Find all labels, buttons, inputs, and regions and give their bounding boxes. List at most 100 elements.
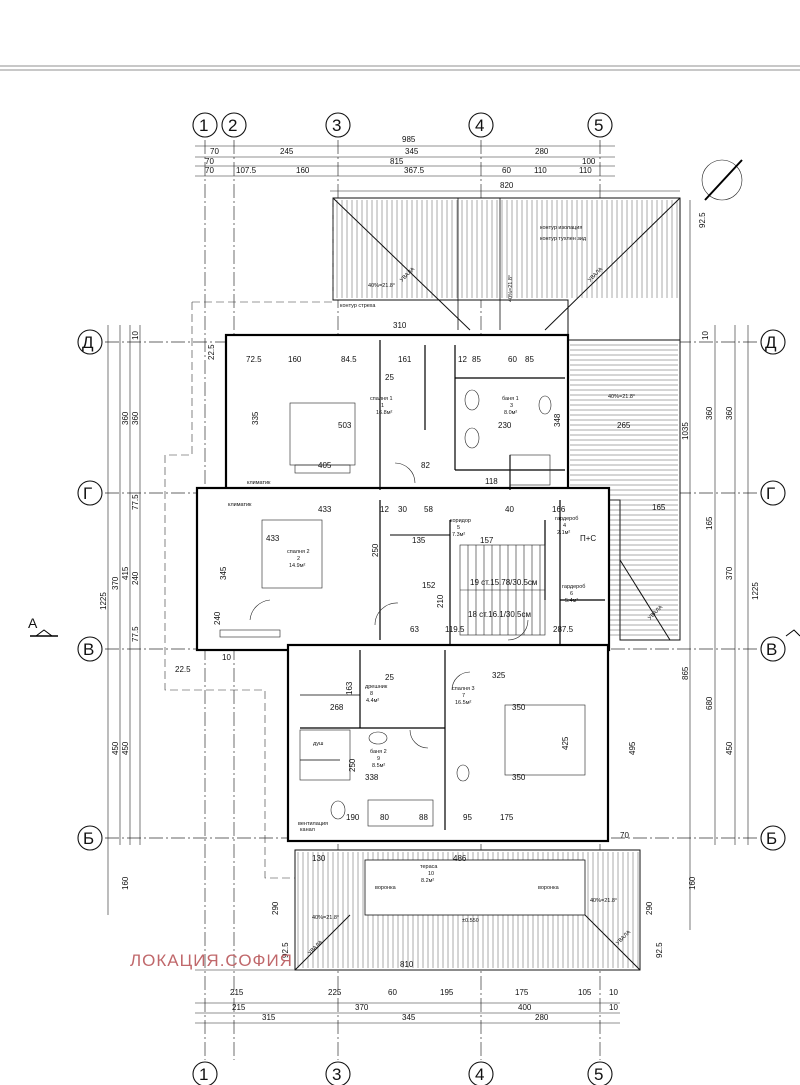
axis-label: В xyxy=(766,640,777,659)
dim: 85 xyxy=(472,355,481,364)
dim: 130 xyxy=(312,854,326,863)
axis-label: Г xyxy=(766,484,775,503)
drain-label: воронка xyxy=(375,885,397,891)
dim: 157 xyxy=(480,536,494,545)
left-dim: 160 xyxy=(121,876,130,890)
north-arrow-icon xyxy=(701,159,743,201)
stairs xyxy=(459,544,546,636)
left-dim: 290 xyxy=(271,901,280,915)
doors xyxy=(249,462,529,749)
room-area: 7.3м² xyxy=(452,532,465,538)
level-label: ±0.550 xyxy=(462,918,479,924)
bottom-dim: 215 xyxy=(230,988,244,997)
ac-label: климатик xyxy=(228,502,252,508)
vent-label: канал xyxy=(300,827,315,833)
axis-bubbles-bottom: 1 3 4 5 xyxy=(192,1061,613,1085)
bottom-dim: 345 xyxy=(402,1013,416,1022)
axis-label: Б xyxy=(83,829,94,848)
axis-label: Д xyxy=(765,333,777,352)
dim: 350 xyxy=(512,703,526,712)
room-labels: спалня 1 1 16.8м² спалня 2 2 14.9м² баня… xyxy=(287,396,585,884)
right-dim: 92.5 xyxy=(655,942,664,958)
room-number: 9 xyxy=(377,756,380,762)
room-area: 5.4м² xyxy=(565,598,578,604)
dim: 163 xyxy=(345,681,354,695)
room-name: баня 1 xyxy=(502,396,519,402)
toilet-1 xyxy=(464,389,480,411)
room-area: 2.1м² xyxy=(557,530,570,536)
room-name: баня 2 xyxy=(370,749,387,755)
axis-label: 5 xyxy=(594,1065,603,1084)
left-dim: 360 xyxy=(121,411,130,425)
dim: 70 xyxy=(620,831,629,840)
left-dim: 370 xyxy=(111,576,120,590)
dim: 287.5 xyxy=(553,625,574,634)
top-dim: 280 xyxy=(535,147,549,156)
room-number: 6 xyxy=(570,591,573,597)
shower-tray xyxy=(509,454,551,486)
dim: 230 xyxy=(498,421,512,430)
room-name: дрешник xyxy=(365,684,388,690)
top-dim: 820 xyxy=(500,181,514,190)
top-dim: 160 xyxy=(296,166,310,175)
dim: 60 xyxy=(508,355,517,364)
bottom-dim: 60 xyxy=(388,988,397,997)
left-dim: 22.5 xyxy=(207,344,216,360)
top-dim: 245 xyxy=(280,147,294,156)
dim: 310 xyxy=(393,321,407,330)
bottom-dim: 400 xyxy=(518,1003,532,1012)
dim: 165 xyxy=(652,503,666,512)
right-dim: 495 xyxy=(628,741,637,755)
room-name: спалня 3 xyxy=(452,686,475,692)
drain-label: воронка xyxy=(538,885,560,891)
dim: 25 xyxy=(385,373,394,382)
bottom-dim: 10 xyxy=(609,1003,618,1012)
right-dim: 290 xyxy=(645,901,654,915)
dim: 12 xyxy=(458,355,467,364)
dim: 265 xyxy=(617,421,631,430)
section-mark-label: А xyxy=(28,615,38,631)
right-dim: 165 xyxy=(705,516,714,530)
dim: 405 xyxy=(318,461,332,470)
bottom-dim: 105 xyxy=(578,988,592,997)
bottom-dim: 370 xyxy=(355,1003,369,1012)
dim: 95 xyxy=(463,813,472,822)
stairs-label: 19 ст.15.78/30.5см xyxy=(470,578,537,587)
left-dim: 77.5 xyxy=(131,494,140,510)
roof-slope-label: 40%=21.8° xyxy=(608,394,635,400)
top-dim: 110 xyxy=(579,166,592,175)
room-area: 8.2м² xyxy=(421,878,434,884)
dim: 82 xyxy=(421,461,430,470)
axis-label: 3 xyxy=(332,116,341,135)
top-dim: 345 xyxy=(405,147,419,156)
dim: 325 xyxy=(492,671,506,680)
dim: 119.5 xyxy=(445,625,465,634)
left-dim: 22.5 xyxy=(175,665,191,674)
top-dimension-chains: 985 70 245 345 280 70 815 100 70 107.5 1… xyxy=(195,135,680,192)
bidet-1 xyxy=(464,427,480,449)
dim: 25 xyxy=(385,673,394,682)
room-name: спалня 1 xyxy=(370,396,393,402)
top-dim-total: 985 xyxy=(402,135,416,144)
left-dim: 77.5 xyxy=(131,626,140,642)
roof-top xyxy=(332,197,681,341)
dim: 250 xyxy=(371,543,380,557)
sink-1 xyxy=(538,395,552,415)
room-number: 1 xyxy=(381,403,384,409)
toilet-3 xyxy=(330,800,346,820)
left-dim: 360 xyxy=(131,411,140,425)
axis-label: Д xyxy=(82,333,94,352)
dim: 350 xyxy=(512,773,526,782)
left-dim: 1225 xyxy=(99,592,108,610)
dim: 166 xyxy=(552,505,566,514)
room-number: 4 xyxy=(563,523,566,529)
toilet-2 xyxy=(456,764,470,782)
roof-bottom xyxy=(294,849,641,971)
right-dim: 450 xyxy=(725,741,734,755)
axis-bubbles-top: 1 2 3 4 5 xyxy=(192,112,613,138)
left-dim: 450 xyxy=(111,741,120,755)
dim: 118 xyxy=(485,477,498,486)
axis-label: Б xyxy=(766,829,777,848)
top-dim: 60 xyxy=(502,166,511,175)
bottom-dim: 10 xyxy=(609,988,618,997)
